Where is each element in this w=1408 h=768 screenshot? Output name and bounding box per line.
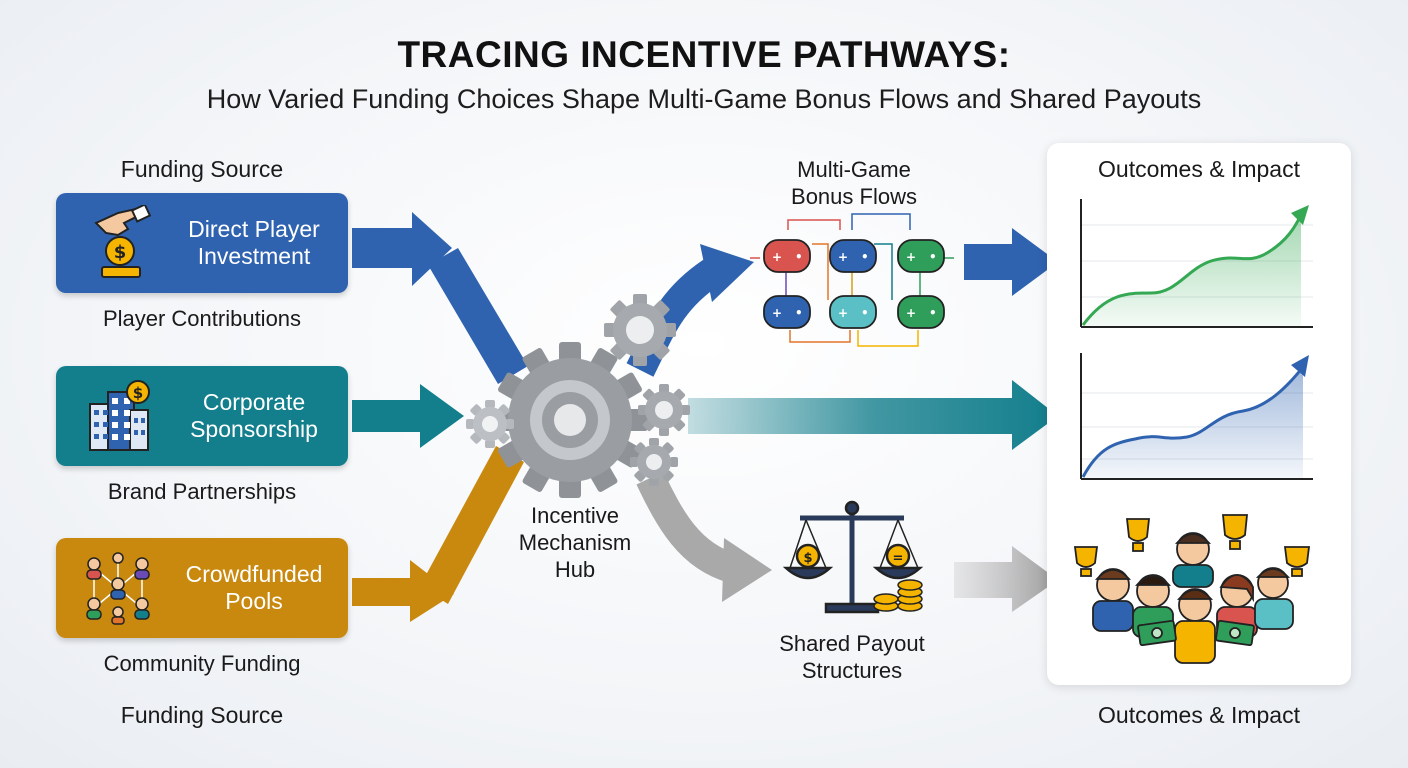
- svg-text:•: •: [929, 306, 937, 320]
- outcomes-label-bottom: Outcomes & Impact: [1098, 702, 1300, 728]
- svg-text:$: $: [803, 551, 812, 566]
- coin-hand-icon: $: [94, 205, 152, 278]
- teal-output-arrow: [688, 380, 1058, 450]
- community-funding-caption: Community Funding: [103, 651, 301, 676]
- bonus-flows-label-line1: Multi-Game: [797, 157, 911, 182]
- gear-cluster-icon: [466, 294, 690, 498]
- hub-label-line1: Incentive: [530, 503, 620, 528]
- hub-label-line2: Mechanism: [518, 530, 632, 555]
- page-subtitle: How Varied Funding Choices Shape Multi-G…: [206, 84, 1202, 114]
- teal-input-arrow: [352, 384, 464, 448]
- direct-player-investment-box: $ Direct Player Investment: [56, 193, 348, 293]
- outcomes-label-top: Outcomes & Impact: [1098, 156, 1300, 182]
- blue-output-arrow: [964, 228, 1058, 296]
- svg-text:$: $: [133, 384, 143, 402]
- svg-text:+: +: [906, 250, 916, 264]
- page-title: TRACING INCENTIVE PATHWAYS:: [397, 34, 1011, 75]
- corporate-title-1: Corporate: [202, 389, 306, 415]
- svg-text:•: •: [861, 250, 869, 264]
- outcomes-panel: Outcomes & Impact: [1047, 143, 1351, 685]
- hub-label-line3: Hub: [554, 557, 596, 582]
- svg-text:+: +: [772, 306, 782, 320]
- blue-input-arrow: [352, 212, 528, 384]
- outcome-graphics: [1073, 199, 1313, 664]
- green-growth-chart-icon: [1080, 199, 1313, 328]
- corporate-sponsorship-box: $ Corporate Sponsorship: [56, 366, 348, 466]
- crowdfunded-title-1: Crowdfunded: [185, 561, 323, 587]
- gray-output-arrow: [954, 546, 1058, 612]
- svg-text:=: =: [893, 551, 904, 566]
- svg-text:$: $: [114, 242, 127, 263]
- brand-partnerships-caption: Brand Partnerships: [107, 479, 297, 504]
- svg-text:•: •: [795, 306, 803, 320]
- crowdfunded-title-2: Pools: [225, 588, 283, 614]
- svg-text:+: +: [838, 250, 848, 264]
- crowdfunded-pools-box: Crowdfunded Pools: [56, 538, 348, 638]
- funding-source-label-top: Funding Source: [120, 156, 284, 182]
- gold-input-arrow: [352, 446, 524, 622]
- direct-player-title-2: Investment: [197, 243, 311, 269]
- community-network-icon: [86, 552, 150, 625]
- gray-payout-arrow: [636, 471, 772, 602]
- svg-text:•: •: [861, 306, 869, 320]
- svg-text:+: +: [772, 250, 782, 264]
- svg-text:•: •: [929, 250, 937, 264]
- multi-game-controllers-icon: + • + • + • + • + • + •: [750, 213, 954, 347]
- office-building-icon: $: [89, 380, 150, 451]
- svg-text:+: +: [838, 306, 848, 320]
- shared-payout-label-line1: Shared Payout: [779, 631, 925, 656]
- svg-text:•: •: [795, 250, 803, 264]
- bonus-flows-label-line2: Bonus Flows: [791, 184, 917, 209]
- direct-player-title-1: Direct Player: [188, 216, 320, 242]
- balance-scale-icon: [782, 500, 924, 614]
- corporate-title-2: Sponsorship: [190, 416, 318, 442]
- player-contributions-caption: Player Contributions: [102, 306, 302, 331]
- svg-text:+: +: [906, 306, 916, 320]
- celebrating-winners-icon: [1073, 514, 1311, 664]
- funding-source-label-bottom: Funding Source: [120, 702, 284, 728]
- shared-payout-label-line2: Structures: [801, 658, 903, 683]
- blue-growth-chart-icon: [1080, 353, 1313, 480]
